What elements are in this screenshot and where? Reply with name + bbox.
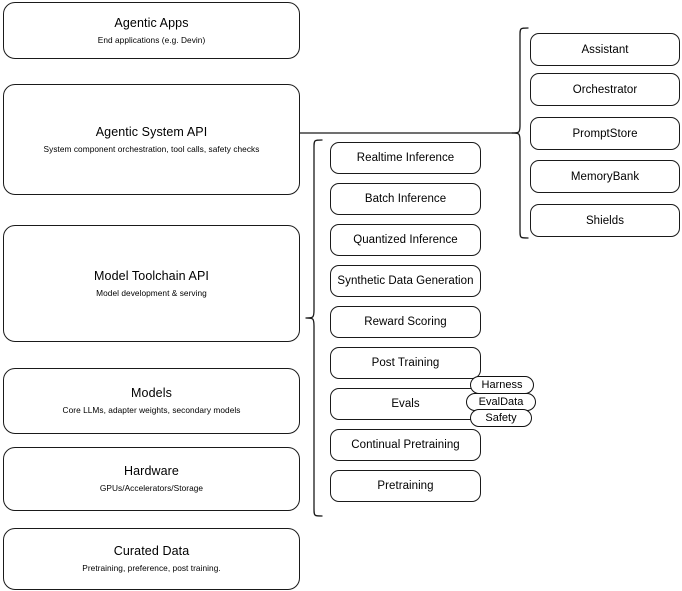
chip-label: Quantized Inference	[353, 234, 458, 246]
agentic-api-link-line	[299, 132, 514, 134]
chip-label: Realtime Inference	[356, 152, 455, 164]
chip-pretraining[interactable]: Pretraining	[330, 470, 481, 502]
chip-post-training[interactable]: Post Training	[330, 347, 481, 379]
layer-subtitle: Core LLMs, adapter weights, secondary mo…	[62, 405, 241, 415]
layer-title: Agentic System API	[95, 124, 208, 139]
chip-label: MemoryBank	[570, 170, 640, 183]
chip-promptstore[interactable]: PromptStore	[530, 117, 680, 150]
chip-memorybank[interactable]: MemoryBank	[530, 160, 680, 193]
chip-orchestrator[interactable]: Orchestrator	[530, 73, 680, 106]
chip-label: Assistant	[581, 43, 629, 56]
layer-subtitle: Model development & serving	[96, 287, 207, 298]
tag-evaldata[interactable]: EvalData	[466, 393, 536, 411]
chip-quantized-inference[interactable]: Quantized Inference	[330, 224, 481, 256]
chip-assistant[interactable]: Assistant	[530, 33, 680, 66]
tag-label: EvalData	[478, 395, 524, 408]
layer-title: Agentic Apps	[114, 15, 189, 30]
layer-title: Curated Data	[113, 544, 190, 558]
chip-label: Shields	[585, 214, 625, 227]
chip-synthetic-data-generation[interactable]: Synthetic Data Generation	[330, 265, 481, 297]
chip-label: Synthetic Data Generation	[337, 275, 474, 287]
layer-subtitle: System component orchestration, tool cal…	[43, 143, 260, 154]
toolchain-brace-connector	[305, 139, 323, 517]
chip-reward-scoring[interactable]: Reward Scoring	[330, 306, 481, 338]
layer-subtitle: GPUs/Accelerators/Storage	[99, 483, 204, 493]
layer-subtitle: End applications (e.g. Devin)	[97, 34, 206, 45]
layer-hardware[interactable]: Hardware GPUs/Accelerators/Storage	[3, 447, 300, 511]
tag-harness[interactable]: Harness	[470, 376, 534, 394]
chip-label: Batch Inference	[364, 193, 447, 205]
chip-label: Evals	[391, 398, 420, 410]
chip-batch-inference[interactable]: Batch Inference	[330, 183, 481, 215]
chip-evals[interactable]: Evals	[330, 388, 481, 420]
layer-models[interactable]: Models Core LLMs, adapter weights, secon…	[3, 368, 300, 434]
chip-shields[interactable]: Shields	[530, 204, 680, 237]
tag-label: Safety	[485, 411, 517, 424]
chip-label: Orchestrator	[572, 83, 638, 96]
layer-subtitle: Pretraining, preference, post training.	[82, 563, 221, 573]
layer-title: Models	[131, 386, 172, 400]
chip-label: Pretraining	[377, 480, 434, 492]
chip-label: Post Training	[371, 357, 440, 369]
chip-label: Reward Scoring	[364, 316, 447, 328]
layer-agentic-system-api[interactable]: Agentic System API System component orch…	[3, 84, 300, 195]
chip-continual-pretraining[interactable]: Continual Pretraining	[330, 429, 481, 461]
layer-title: Model Toolchain API	[94, 268, 209, 283]
chip-label: Continual Pretraining	[351, 439, 460, 451]
tag-label: Harness	[481, 378, 523, 391]
layer-agentic-apps[interactable]: Agentic Apps End applications (e.g. Devi…	[3, 2, 300, 59]
tag-safety[interactable]: Safety	[470, 409, 532, 427]
layer-title: Hardware	[124, 464, 179, 478]
layer-curated-data[interactable]: Curated Data Pretraining, preference, po…	[3, 528, 300, 590]
layer-model-toolchain-api[interactable]: Model Toolchain API Model development & …	[3, 225, 300, 342]
chip-label: PromptStore	[572, 127, 638, 140]
chip-realtime-inference[interactable]: Realtime Inference	[330, 142, 481, 174]
